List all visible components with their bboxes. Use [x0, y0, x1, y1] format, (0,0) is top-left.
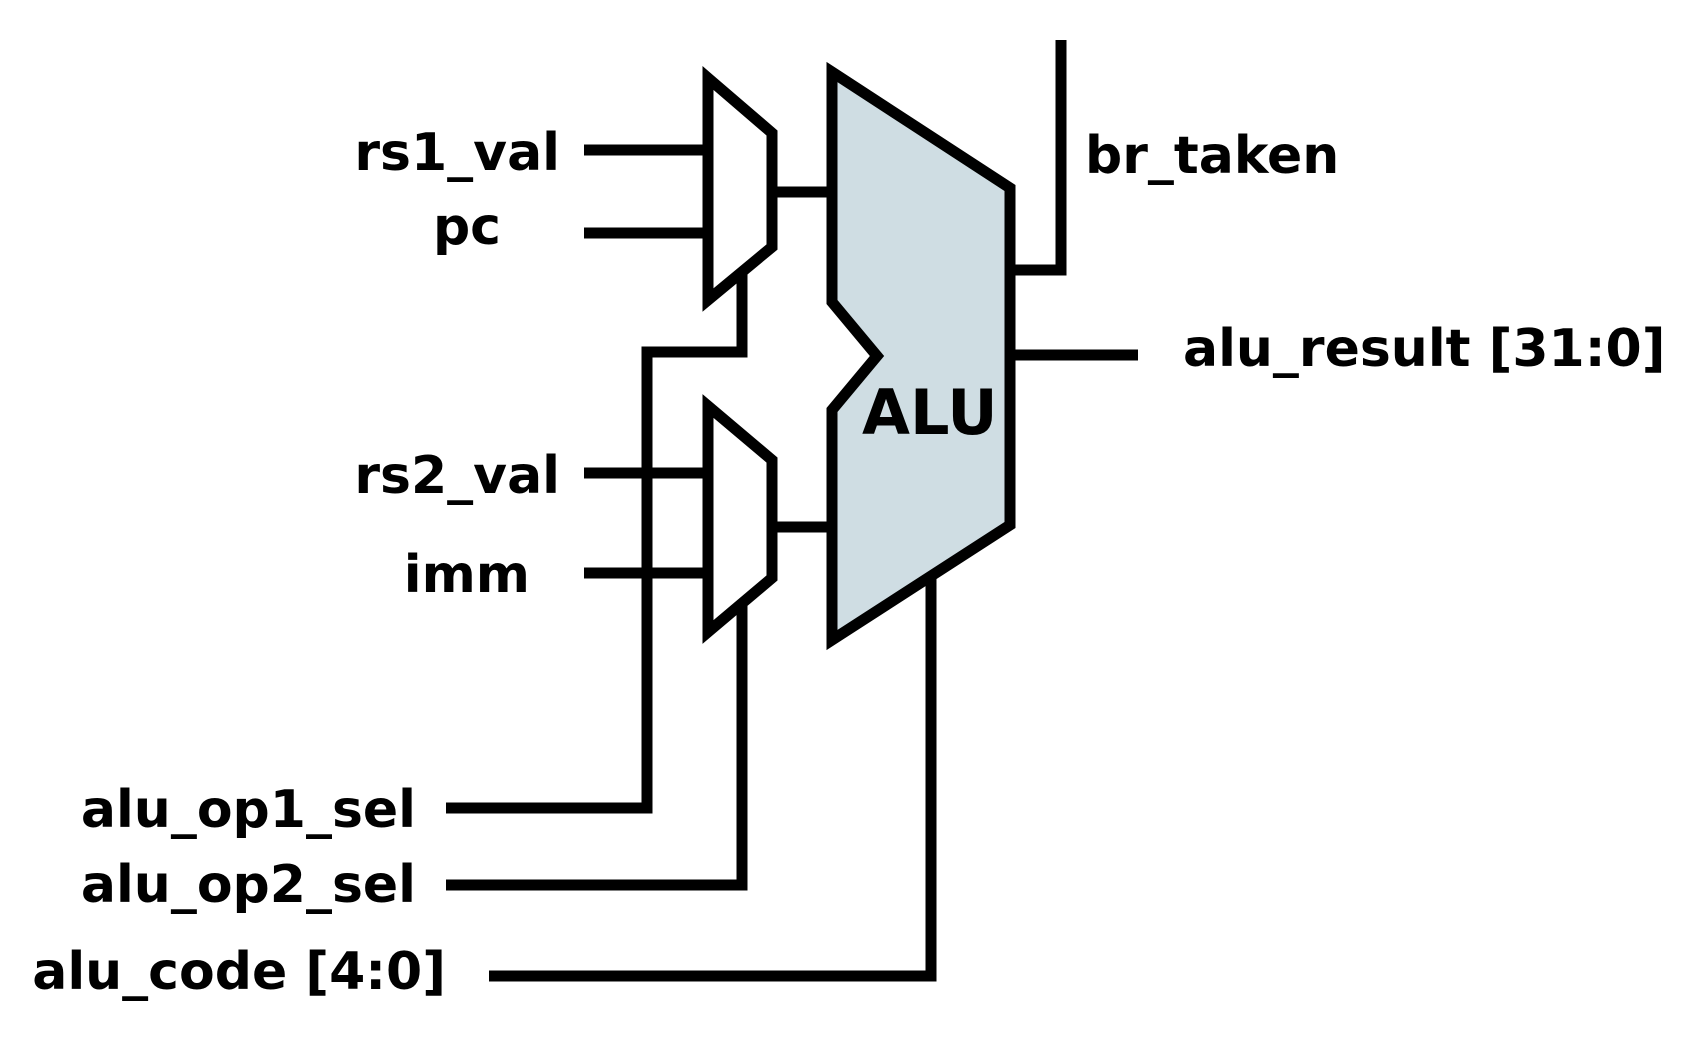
alu-op2-sel-wire [446, 606, 748, 891]
alu-op1-sel-label: alu_op1_sel [81, 780, 416, 840]
alu-code-label: alu_code [4:0] [32, 942, 446, 1002]
op1-mux [702, 66, 778, 312]
alu-block [826, 61, 1016, 651]
br-taken-label: br_taken [1085, 126, 1339, 186]
alu-title: ALU [862, 376, 998, 449]
alu-result-label: alu_result [31:0] [1183, 319, 1665, 379]
pc-label: pc [433, 197, 501, 257]
op2-mux [702, 394, 778, 644]
rs2-val-label: rs2_val [354, 446, 560, 506]
br-taken-wire [1010, 40, 1067, 276]
alu-op2-sel-label: alu_op2_sel [81, 855, 416, 915]
rs1-val-label: rs1_val [354, 123, 560, 183]
alu-op1-sel-wire [446, 272, 748, 814]
alu-code-wire [489, 576, 937, 982]
imm-label: imm [404, 545, 530, 605]
